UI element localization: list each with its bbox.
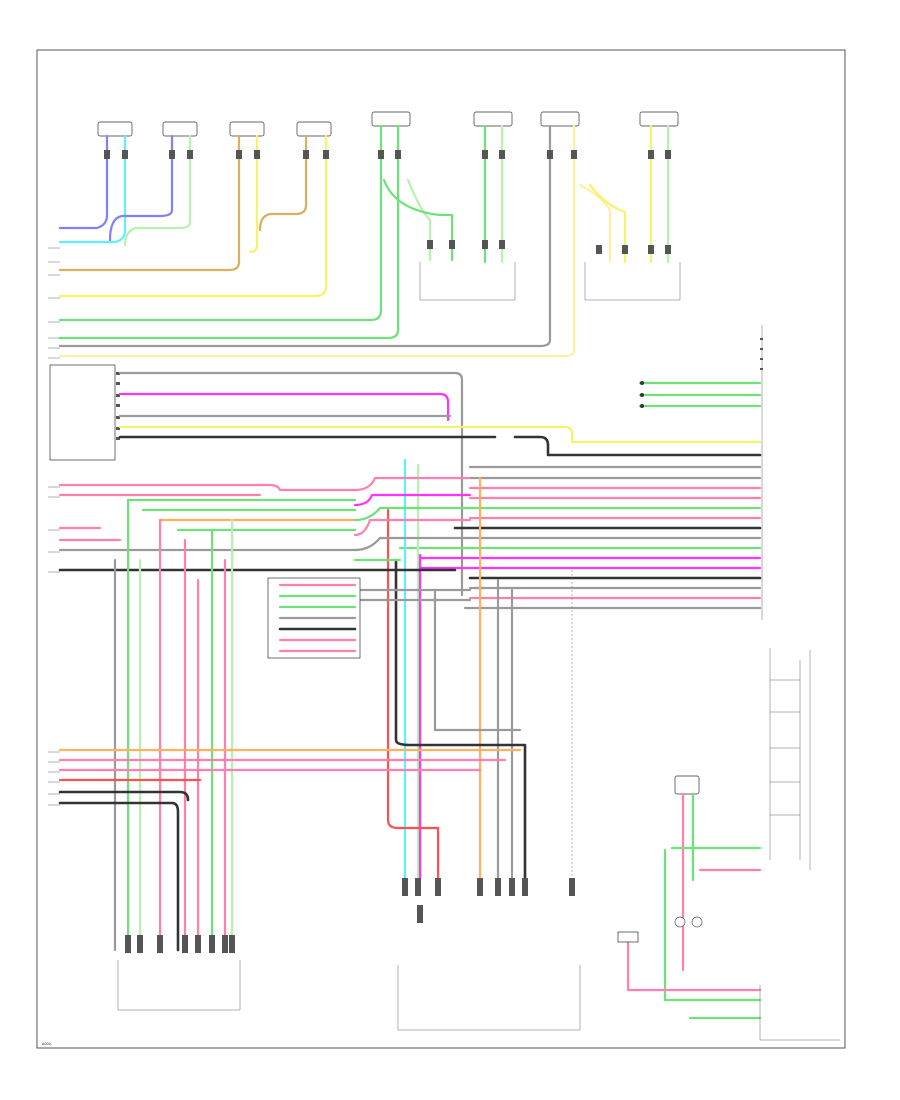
- connector-rear-speaker-1: [371, 111, 411, 127]
- switch-block-leads: [278, 583, 357, 653]
- right-resistor-ladder: [769, 648, 811, 870]
- left-bottom-horizontals: [58, 748, 522, 952]
- connector-rear-speaker-3: [540, 111, 580, 127]
- right-connector: [760, 325, 763, 620]
- central-vertical-wires: [386, 458, 573, 882]
- main-bus-wires: [398, 465, 762, 610]
- left-wire-stubs: [48, 247, 60, 806]
- connector-front-speaker-2: [162, 121, 198, 137]
- transmitter-block: [617, 931, 639, 943]
- figure-id: A000-: [42, 1042, 53, 1046]
- indicator-lamp-2: [691, 916, 703, 928]
- indicator-lamp-1: [674, 916, 686, 928]
- diagram-frame: [36, 49, 846, 1049]
- bottom-connector-center: [397, 878, 581, 1031]
- left-module-pins: [116, 372, 120, 440]
- connector-front-speaker-1: [97, 121, 133, 137]
- right-bottom-transmitter: [617, 775, 840, 1041]
- bottom-connector-left: [117, 935, 241, 1011]
- connector-rear-speaker-2: [473, 111, 513, 127]
- left-cross-wires: [58, 483, 457, 572]
- rear-speaker-bracket-1: [419, 262, 516, 301]
- central-junction-wires: [353, 476, 472, 602]
- top-lead-pins: [104, 150, 671, 254]
- left-control-module: [49, 364, 116, 461]
- rear-speaker-bracket-2: [584, 262, 681, 301]
- left-module-wires: [118, 371, 762, 597]
- connector-rear-speaker-4: [639, 111, 679, 127]
- sensor-connector: [674, 775, 700, 795]
- top-speaker-connectors: [97, 111, 679, 137]
- connector-front-speaker-4: [296, 121, 332, 137]
- right-inputs: [638, 381, 762, 408]
- top-speaker-leads: [58, 124, 670, 358]
- connector-front-speaker-3: [229, 121, 265, 137]
- left-bottom-vertical-wires: [113, 498, 234, 952]
